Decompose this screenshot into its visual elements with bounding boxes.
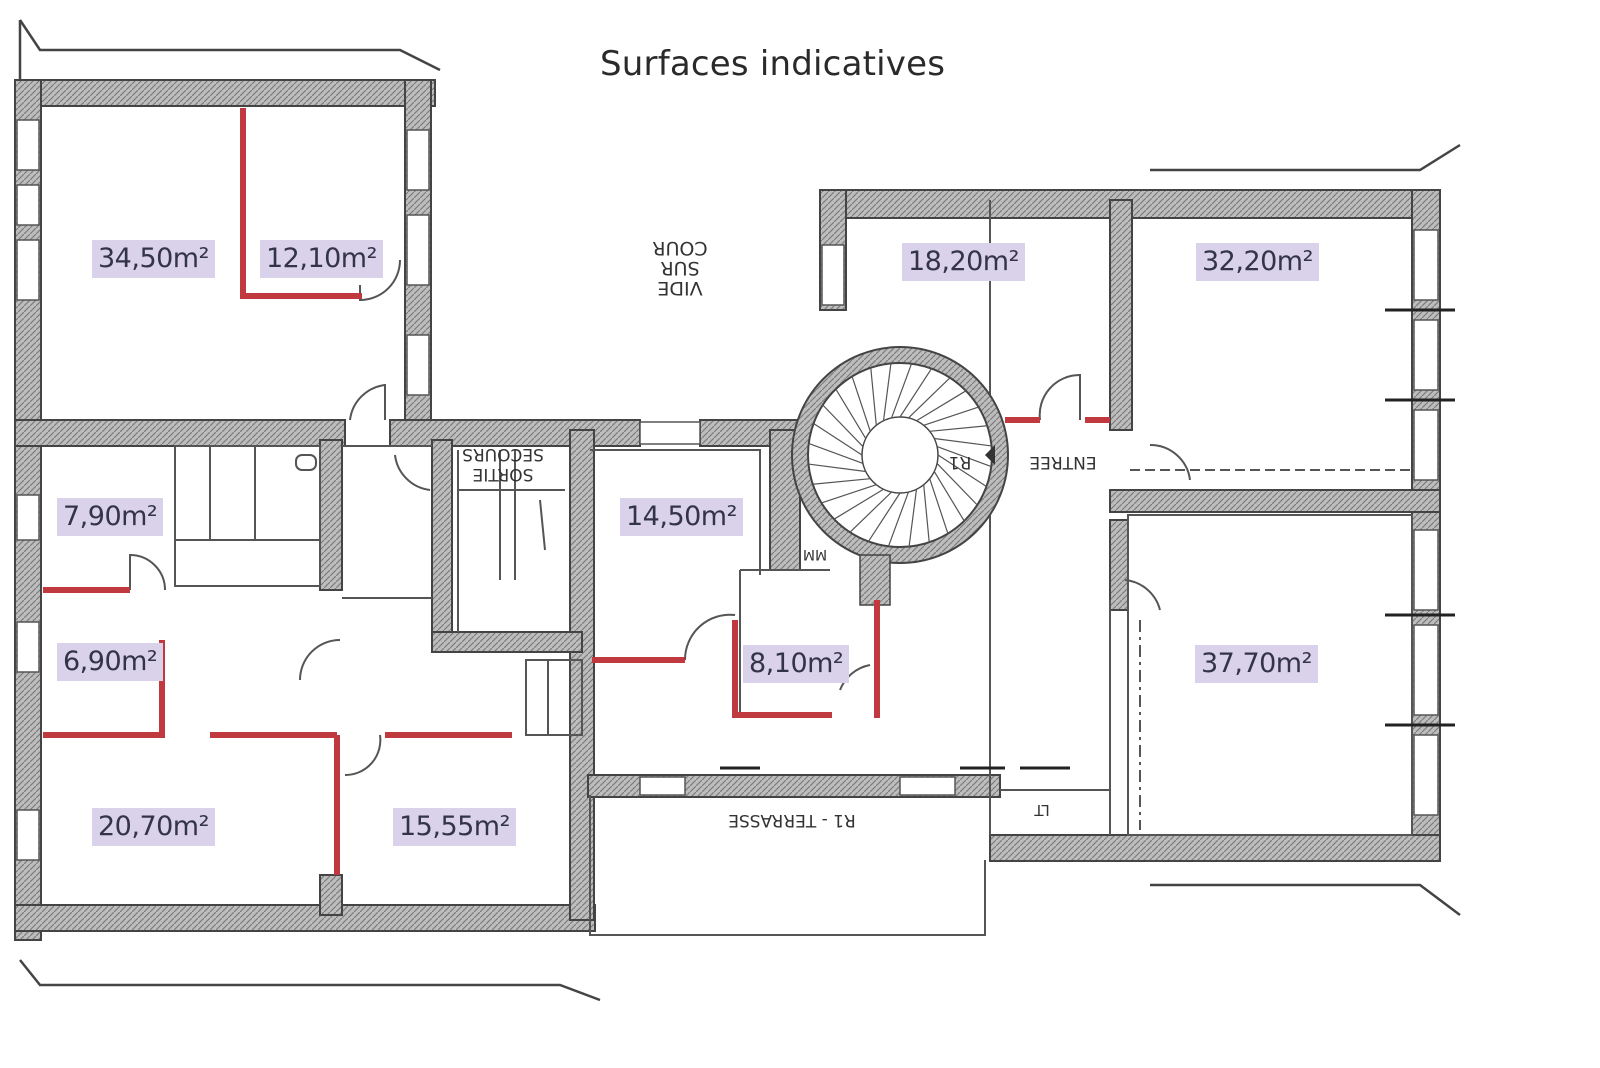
stair-tread <box>937 454 987 488</box>
stair-tread <box>916 390 967 422</box>
area-label-6-90: 6,90m² <box>57 643 164 681</box>
column-ticks <box>720 308 1455 770</box>
cour-word: COUR <box>652 237 708 259</box>
mm-label: MM <box>802 546 828 562</box>
area-label-34-50: 34,50m² <box>92 240 215 278</box>
area-label-15-55: 15,55m² <box>393 808 516 846</box>
r1-label: R1 <box>948 452 972 472</box>
stair-tread <box>849 491 892 533</box>
stair-tread <box>812 478 871 485</box>
area-label-37-70: 37,70m² <box>1195 645 1318 683</box>
vide-word: VIDE <box>657 277 703 299</box>
stair-tread <box>899 368 933 418</box>
stair-tread <box>851 376 871 432</box>
stair-tread <box>929 478 949 534</box>
stair-tread <box>934 437 992 447</box>
stair-tread <box>908 377 951 419</box>
area-label-7-90: 7,90m² <box>57 498 164 536</box>
break-lines <box>18 19 1461 1002</box>
area-label-18-20: 18,20m² <box>902 243 1025 281</box>
sortie-word: SORTIE <box>472 464 534 484</box>
interior-lines <box>174 200 1413 936</box>
stair-tread <box>822 404 864 447</box>
stair-tread <box>936 463 978 506</box>
stair-tread <box>835 388 867 439</box>
area-label-14-50: 14,50m² <box>620 498 743 536</box>
plan-title: Surfaces indicatives <box>600 44 946 84</box>
stair-tread <box>813 422 863 456</box>
stair-tread <box>808 442 864 465</box>
terrasse-label: R1 - TERRASSE <box>728 810 856 830</box>
stair-tread <box>870 367 877 426</box>
spiral-staircase <box>791 346 1009 606</box>
stair-tread <box>929 425 988 432</box>
stair-tread <box>908 489 918 547</box>
stair-tread <box>936 445 992 468</box>
stair-tread <box>833 488 884 520</box>
stair-tread <box>923 484 930 543</box>
area-label-12-10: 12,10m² <box>260 240 383 278</box>
door-swings <box>129 259 1191 777</box>
vide-sur-cour-label: VIDE SUR COUR <box>640 237 720 299</box>
stair-tread <box>808 463 866 473</box>
sur-word: SUR <box>660 257 700 279</box>
area-label-8-10: 8,10m² <box>743 645 850 683</box>
stair-tread <box>867 492 901 542</box>
lt-label: LT <box>1034 801 1050 819</box>
stair-tread <box>887 491 910 547</box>
secours-word: SECOURS <box>462 444 544 464</box>
stair-tread <box>923 406 979 426</box>
windows <box>16 119 1439 861</box>
stair-tread <box>933 471 965 522</box>
red-partitions <box>43 108 1110 875</box>
sortie-secours-label: SORTIE SECOURS <box>448 444 558 484</box>
area-label-20-70: 20,70m² <box>92 808 215 846</box>
stair-tread <box>890 363 913 419</box>
stair-tread <box>882 363 892 421</box>
entree-label: ENTREE <box>1029 452 1097 472</box>
area-label-32-20: 32,20m² <box>1196 243 1319 281</box>
stair-tread <box>821 484 877 504</box>
